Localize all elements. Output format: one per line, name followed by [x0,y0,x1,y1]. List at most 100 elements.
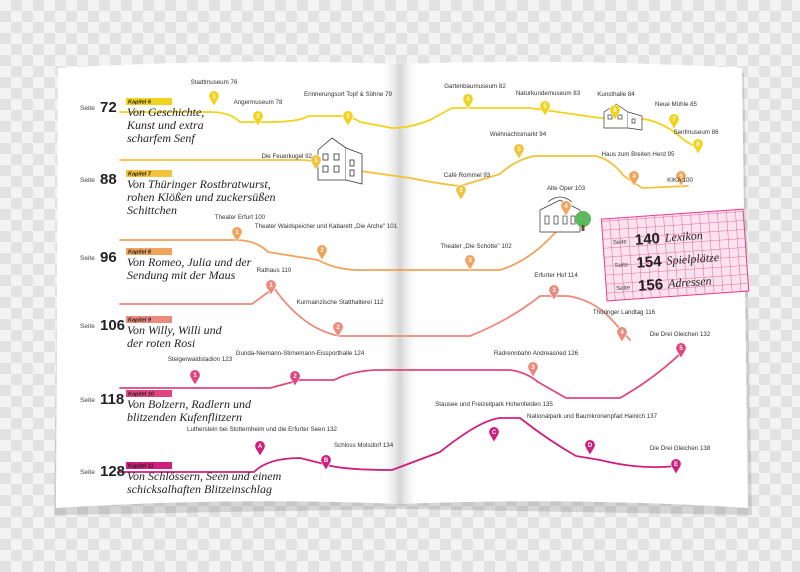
seite-label: Seite [614,262,629,269]
pin-number: 3 [552,288,556,294]
map-pin-icon[interactable]: 2 [455,184,467,201]
stop-label: Neue Mühle 85 [655,101,698,108]
map-pin-icon[interactable]: 1 [189,369,201,386]
kapitel-badge: Kapitel 9 [128,318,152,324]
map-pin-icon[interactable]: 3 [548,284,560,301]
pin-number: D [588,443,593,449]
illustrations [317,103,643,233]
kapitel-badge: Kapitel 6 [128,100,152,106]
stop-label: Gunda-Niemann-Stirnemann-Eissporthalle 1… [236,350,365,357]
map-pin-icon[interactable]: E [670,458,682,475]
chapter-title: Von Thüringer Rostbratwurst, [127,177,271,191]
chapter-title: Von Willy, Willi und [127,323,223,337]
seite-label: Seite [613,239,628,246]
map-pin-icon[interactable]: D [584,439,596,456]
stop-label: Haus zum Breiten Herd 95 [602,151,675,158]
pin-number: 2 [320,248,324,254]
pin-number: 4 [466,97,470,103]
chapter-title: der roten Rosi [127,336,195,350]
pin-number: 2 [256,114,260,120]
kapitel-badge: Kapitel 11 [128,464,154,470]
seite-label: Seite [80,469,95,476]
map-pin-icon[interactable]: 5 [539,100,551,117]
stop-label: Thüringer Landtag 116 [593,309,656,316]
map-pin-icon[interactable]: C [488,426,500,443]
map-pin-icon[interactable]: 1 [208,90,220,107]
seite-number: 106 [100,317,125,334]
pin-number: 2 [293,374,297,380]
map-pin-icon[interactable]: 2 [332,321,344,338]
route-line-3 [119,219,569,271]
pin-number: 3 [346,114,350,120]
map-pin-icon[interactable]: 4 [628,170,640,187]
right-page [400,61,748,508]
route-line-6 [119,417,677,473]
map-pin-icon[interactable]: 2 [289,370,301,387]
pin-number: 2 [336,325,340,331]
map-pin-icon[interactable]: 5 [675,342,687,359]
seite-number: 128 [100,463,125,480]
stop-label: Nationalpark und Baumkronenpfad Hainich … [527,413,658,420]
seite-label: Seite [80,255,95,262]
chapter-title: Schittchen [127,203,177,217]
map-pin-icon[interactable]: 4 [462,93,474,110]
stop-label: Erinnerungsort Topf & Söhne 79 [304,91,393,98]
seite-label: Seite [80,323,95,330]
pin-number: B [324,458,329,464]
map-pin-icon[interactable]: 2 [316,244,328,261]
chapter-title: Sendung mit der Maus [127,268,236,282]
chapter-title: blitzenden Kufenflitzern [127,410,242,424]
kapitel-badge: Kapitel 7 [128,172,152,178]
map-pin-icon[interactable]: 3 [527,361,539,378]
map-pin-icon[interactable]: 4 [616,326,628,343]
lexikon-label: Spielplätze [666,250,720,268]
stop-label: Radrennbahn Andreasried 126 [494,350,579,357]
page-gutter [380,64,420,504]
seite-label: Seite [80,105,95,112]
kapitel-badge-bg [126,462,172,469]
map-pin-icon[interactable]: 5 [675,170,687,187]
map-pin-icon[interactable]: 2 [252,110,264,127]
stop-label: Café Rommel 93 [444,172,491,179]
map-pin-icon[interactable]: 4 [560,200,572,217]
pin-number: 8 [696,142,700,148]
stop-label: Rathaus 110 [257,267,292,274]
stop-label: Kurmainzische Statthalterei 112 [297,299,384,306]
map-pin-icon[interactable]: 6 [609,104,621,121]
kapitel-badge: Kapitel 8 [128,250,152,256]
stop-label: Erfurter Hof 114 [534,272,578,279]
map-pin-icon[interactable]: 1 [231,226,243,243]
seite-number: 96 [100,249,117,266]
pin-number: 1 [212,94,216,100]
map-pin-icon[interactable]: 7 [668,113,680,130]
lexikon-label: Lexikon [663,228,703,245]
seite-label: Seite [80,397,95,404]
stop-label: Senfmuseum 86 [673,129,719,136]
map-pin-icon[interactable]: 1 [265,279,277,296]
kapitel-badge-bg [126,390,172,397]
chapter-title: scharfem Senf [127,131,196,145]
map-pin-icon[interactable]: 1 [310,154,322,171]
tree-icon [575,211,591,231]
map-pin-icon[interactable]: 3 [342,110,354,127]
map-pin-icon[interactable]: A [254,440,266,457]
map-pin-icon[interactable]: 3 [513,143,525,160]
pin-number: 1 [235,230,239,236]
chapter-title: Von Geschichte, [127,105,204,119]
map-pin-icon[interactable]: 3 [464,254,476,271]
map-pin-icon[interactable]: B [320,454,332,471]
stop-label: Schloss Molsdorf 134 [334,442,394,449]
stop-label: Theater Erfurt 100 [215,214,266,221]
stop-label: Steigerwaldstadion 123 [168,356,233,363]
map-pin-icon[interactable]: 8 [692,138,704,155]
seite-number: 154 [636,253,663,272]
kapitel-badge-bg [126,170,172,177]
